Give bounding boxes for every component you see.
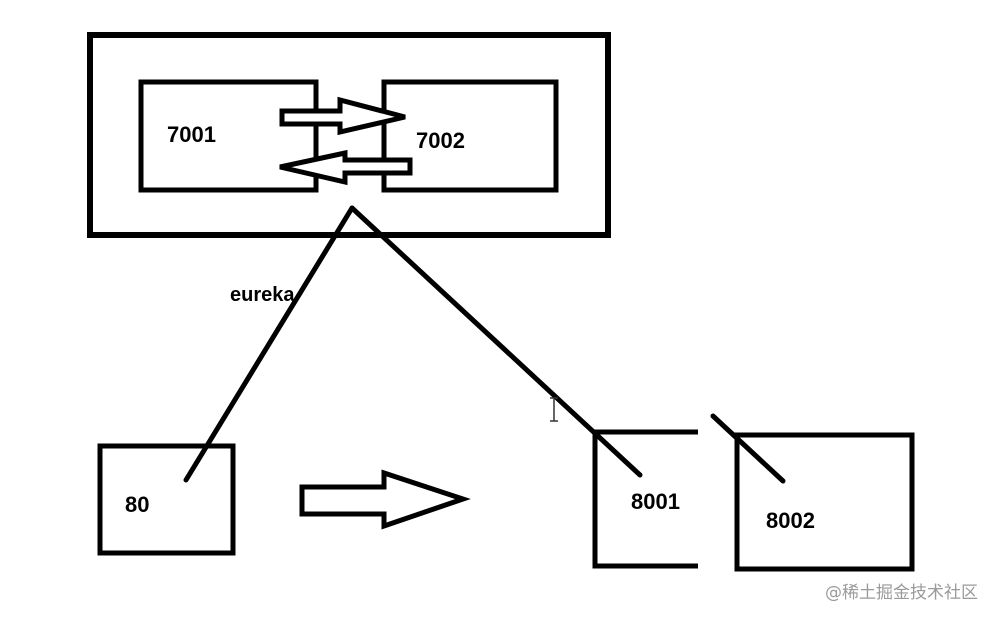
node-8001-label: 8001 [631, 489, 680, 514]
node-7002-label: 7002 [416, 128, 465, 153]
text-cursor-icon [550, 397, 558, 422]
eureka-cluster-box [87, 32, 611, 238]
edge-eureka-to-8001 [349, 205, 643, 478]
node-8002-box [734, 432, 915, 572]
node-80-box [97, 443, 236, 556]
node-80-label: 80 [125, 492, 149, 517]
node-7001-label: 7001 [167, 122, 216, 147]
edge-to-8002 [710, 413, 786, 484]
node-7001-box [138, 79, 319, 193]
node-8001-box [592, 429, 698, 569]
arrow-right-icon [279, 96, 406, 136]
arrow-left-icon [279, 149, 413, 186]
edge-eureka-to-80 [183, 205, 355, 483]
edge-label-eureka: eureka [230, 284, 295, 306]
watermark: @稀土掘金技术社区 [825, 583, 978, 603]
arrow-right-large-icon [299, 469, 471, 530]
node-8002-label: 8002 [766, 508, 815, 533]
node-7002-box [381, 79, 559, 193]
